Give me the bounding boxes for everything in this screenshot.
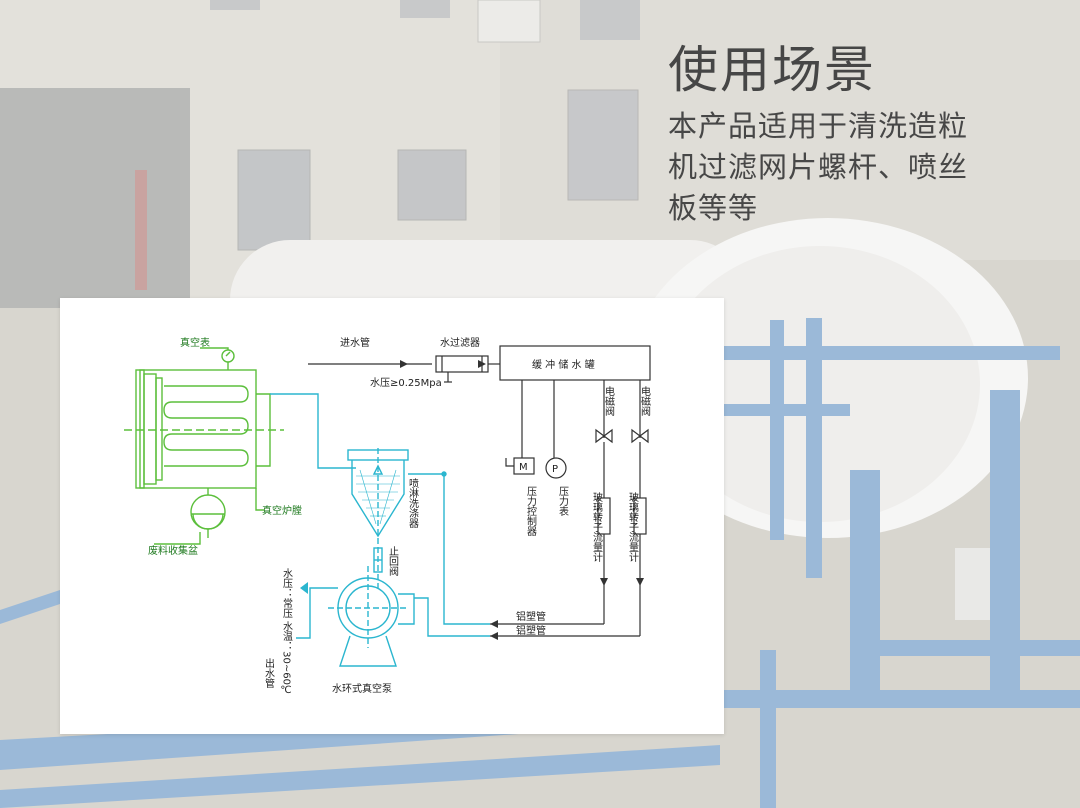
flow-arrows <box>300 360 644 640</box>
pressure-gauge-symbol: P <box>552 464 558 475</box>
pressure-gauge-label: 压力表 <box>557 486 569 517</box>
water-inlet-label: 进水管 <box>340 336 370 349</box>
buffer-tank-label: 缓 冲 储 水 罐 <box>532 358 595 371</box>
water-supply <box>308 345 651 637</box>
vacuum-chamber <box>124 347 284 545</box>
rotameter-label: 玻璃转子流量计 <box>591 491 603 563</box>
description-line: 板等等 <box>668 191 759 225</box>
vacuum-chamber-label: 真空炉膛 <box>262 504 302 517</box>
vacuum-cleaning-system-diagram: 真空表 真空炉膛 废料收集盆 <box>124 336 651 696</box>
aluminum-pipe-label: 铝塑管 <box>516 610 546 623</box>
system-diagram-card: 真空表 真空炉膛 废料收集盆 <box>60 298 724 734</box>
vacuum-gauge-label: 真空表 <box>180 336 210 349</box>
outlet-spec-label: 水压：常压 水温：30~60℃ <box>280 568 292 696</box>
pressure-controller-label: 压力控制器 <box>525 486 537 537</box>
solenoid-valve-label: 电磁阀 <box>603 385 615 417</box>
waste-collector-label: 废料收集盆 <box>148 544 198 557</box>
pressure-controller-symbol: M <box>519 462 528 473</box>
rotameter-label: 玻璃转子流量计 <box>627 491 639 563</box>
vacuum-piping <box>270 393 490 667</box>
water-filter-label: 水过滤器 <box>440 336 480 349</box>
description: 本产品适用于清洗造粒 机过滤网片螺杆、喷丝 板等等 <box>668 106 1068 229</box>
water-pressure-label: 水压≥0.25Mpa <box>370 377 442 389</box>
page-title: 使用场景 <box>668 41 876 99</box>
aluminum-pipe-label: 铝塑管 <box>516 624 546 637</box>
description-line: 机过滤网片螺杆、喷丝 <box>668 150 969 184</box>
solenoid-valve-label: 电磁阀 <box>639 385 651 417</box>
check-valve-label: 止回阀 <box>387 546 399 577</box>
scene-heading: 使用场景 本产品适用于清洗造粒 机过滤网片螺杆、喷丝 板等等 <box>668 38 1068 229</box>
description-line: 本产品适用于清洗造粒 <box>668 109 969 143</box>
outlet-pipe-label: 出水管 <box>263 657 275 689</box>
spray-washer-label: 喷淋洗涤器 <box>407 478 419 529</box>
washer-mesh <box>356 469 400 525</box>
ring-pump-label: 水环式真空泵 <box>332 682 392 695</box>
